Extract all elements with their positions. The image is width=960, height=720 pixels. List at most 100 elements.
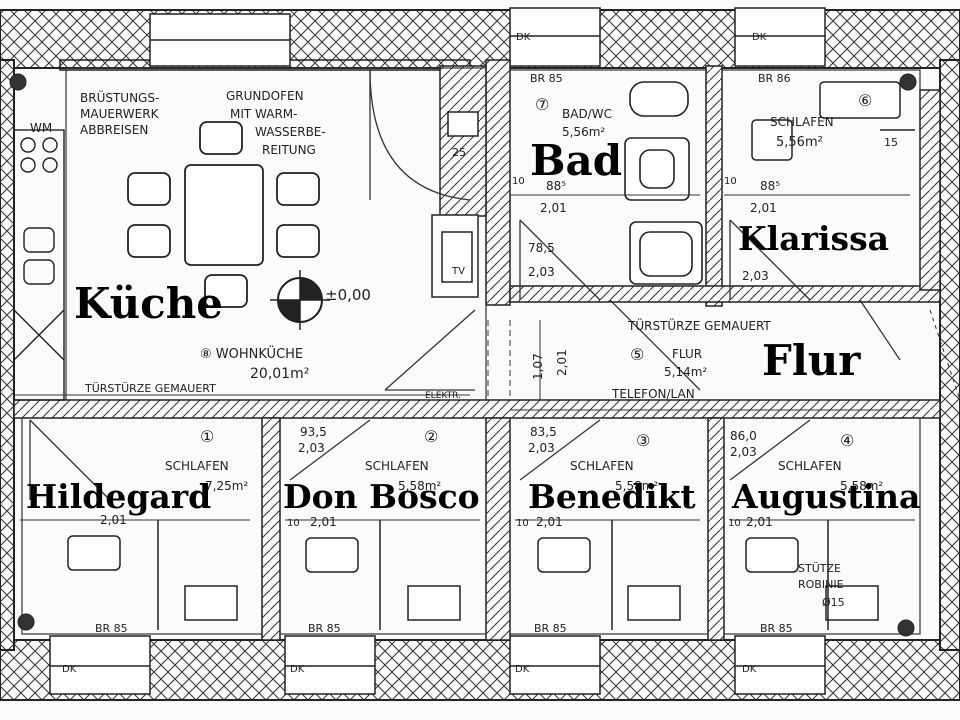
note-schlafen6-no: ⑥ xyxy=(858,91,872,110)
note-room1-schlafen: SCHLAFEN xyxy=(165,459,229,473)
note-flur-area: 5,14m² xyxy=(664,365,707,379)
note-room3-no: ③ xyxy=(636,431,650,450)
interior-walls xyxy=(13,59,941,641)
note-dim-860: 86,0 xyxy=(730,429,757,443)
dining-table xyxy=(127,121,320,308)
note-dim-room2-201: 2,01 xyxy=(310,515,337,529)
note-dk-bottom-4: DK xyxy=(742,664,757,675)
room-label-augustina: Augustina xyxy=(732,477,921,516)
note-elektr: ELEKTR. xyxy=(425,391,461,401)
note-dim-bad-10: 10 xyxy=(512,176,525,187)
note-dim-room1-201: 2,01 xyxy=(100,513,127,527)
note-dim-15: 15 xyxy=(884,136,898,149)
note-telefon: TELEFON/LAN xyxy=(611,387,695,401)
note-room2-area: 5,58m² xyxy=(398,479,441,493)
kitchen-counter xyxy=(13,129,65,401)
note-dim-klarissa-885: 88⁵ xyxy=(760,179,780,193)
note-room4-area: 5,58m² xyxy=(840,479,883,493)
note-bruestung-2: MAUERWERK xyxy=(80,107,160,121)
room-label-flur: Flur xyxy=(762,336,861,385)
note-dim-room3-10: 10 xyxy=(516,518,529,529)
room-label-klarissa: Klarissa xyxy=(738,219,890,258)
note-br-room1: BR 85 xyxy=(95,622,128,635)
note-dim-klarissa-203: 2,03 xyxy=(742,269,769,283)
note-tv: TV xyxy=(451,266,465,277)
note-bruestung-1: BRÜSTUNGS- xyxy=(80,89,159,105)
note-room2-no: ② xyxy=(424,427,438,446)
note-stuetze-2: ROBINIE xyxy=(798,578,844,591)
dimension-lines xyxy=(14,194,960,521)
note-grundofen-1: GRUNDOFEN xyxy=(226,89,304,103)
note-tuerstuerze-left: TÜRSTÜRZE GEMAUERT xyxy=(84,382,216,395)
column-posts xyxy=(9,73,917,637)
room-label-hildegard: Hildegard xyxy=(26,477,212,516)
level-marker xyxy=(270,270,330,330)
note-grundofen-2: MIT WARM- xyxy=(230,107,297,121)
note-bad-name: BAD/WC xyxy=(562,107,612,121)
note-dk-top-2: DK xyxy=(752,32,767,43)
bath-fixtures xyxy=(624,81,703,285)
note-room4-no: ④ xyxy=(840,431,854,450)
note-room2-schlafen: SCHLAFEN xyxy=(365,459,429,473)
bedroom-furniture xyxy=(67,520,879,630)
note-grundofen-4: REITUNG xyxy=(262,143,316,157)
note-tuerstuerze-right: TÜRSTÜRZE GEMAUERT xyxy=(627,317,771,333)
room-outlines xyxy=(21,67,921,635)
note-room3-area: 5,58m² xyxy=(615,479,658,493)
note-dim-room3-203: 2,03 xyxy=(528,441,555,455)
note-dim-bad-885: 88⁵ xyxy=(546,179,566,193)
note-stuetze-1: STÜTZE xyxy=(798,562,841,575)
note-dim-room2-10: 10 xyxy=(287,518,300,529)
klarissa-furniture xyxy=(751,81,915,161)
note-bruestung-3: ABBREISEN xyxy=(80,123,148,137)
note-flur-no: ⑤ xyxy=(630,345,644,364)
note-dim-785: 78,5 xyxy=(528,241,555,255)
note-wohnkueche-area: 20,01m² xyxy=(250,366,309,382)
note-room1-area: 7,25m² xyxy=(205,479,248,493)
note-dim-room3-201: 2,01 xyxy=(536,515,563,529)
note-br-room3: BR 85 xyxy=(534,622,567,635)
note-dim-room2-203: 2,03 xyxy=(298,441,325,455)
room-label-don-bosco: Don Bosco xyxy=(283,477,480,516)
stove-and-tv xyxy=(431,111,479,298)
note-room3-schlafen: SCHLAFEN xyxy=(570,459,634,473)
note-dim-klarissa-10: 10 xyxy=(724,176,737,187)
note-dim-room4-203: 2,03 xyxy=(730,445,757,459)
note-dim-klarissa-201: 2,01 xyxy=(750,201,777,215)
note-dim-bad-203: 2,03 xyxy=(528,265,555,279)
note-room1-no: ① xyxy=(200,427,214,446)
note-bad-no: ⑦ xyxy=(535,95,549,114)
note-grundofen-3: WASSERBE- xyxy=(255,125,326,139)
note-bad-area: 5,56m² xyxy=(562,125,605,139)
windows xyxy=(49,7,826,695)
note-dim-flur-201: 2,01 xyxy=(555,349,569,376)
note-dim-935: 93,5 xyxy=(300,425,327,439)
note-dk-bottom-3: DK xyxy=(515,664,530,675)
room-label-benedikt: Benedikt xyxy=(528,477,696,516)
handwritten-notes: BRÜSTUNGS- MAUERWERK ABBREISEN GRUNDOFEN… xyxy=(30,32,898,675)
note-dim-room4-10: 10 xyxy=(728,518,741,529)
note-dim-25: 25 xyxy=(452,146,466,159)
note-dim-bad-201: 2,01 xyxy=(540,201,567,215)
note-dim-room4-201: 2,01 xyxy=(746,515,773,529)
note-schlafen6-area: 5,56m² xyxy=(776,135,823,150)
note-flur-name: FLUR xyxy=(672,347,702,361)
room-label-kueche: Küche xyxy=(74,279,223,328)
note-stuetze-3: Ø15 xyxy=(822,596,845,609)
note-wm: WM xyxy=(30,121,52,135)
door-swings xyxy=(29,69,901,501)
room-label-bad: Bad xyxy=(530,136,623,185)
note-br-room2: BR 85 xyxy=(308,622,341,635)
note-br-room4: BR 85 xyxy=(760,622,793,635)
note-br-klarissa: BR 86 xyxy=(758,72,791,85)
note-dk-bottom-2: DK xyxy=(290,664,305,675)
note-schlafen6-name: SCHLAFEN xyxy=(770,115,834,129)
note-dk-top-1: DK xyxy=(516,32,531,43)
note-dim-107: 1,07 xyxy=(531,353,545,380)
note-dk-bottom-1: DK xyxy=(62,664,77,675)
note-wohnkueche: ⑧ WOHNKÜCHE xyxy=(200,345,303,362)
note-room4-schlafen: SCHLAFEN xyxy=(778,459,842,473)
note-dim-835: 83,5 xyxy=(530,425,557,439)
